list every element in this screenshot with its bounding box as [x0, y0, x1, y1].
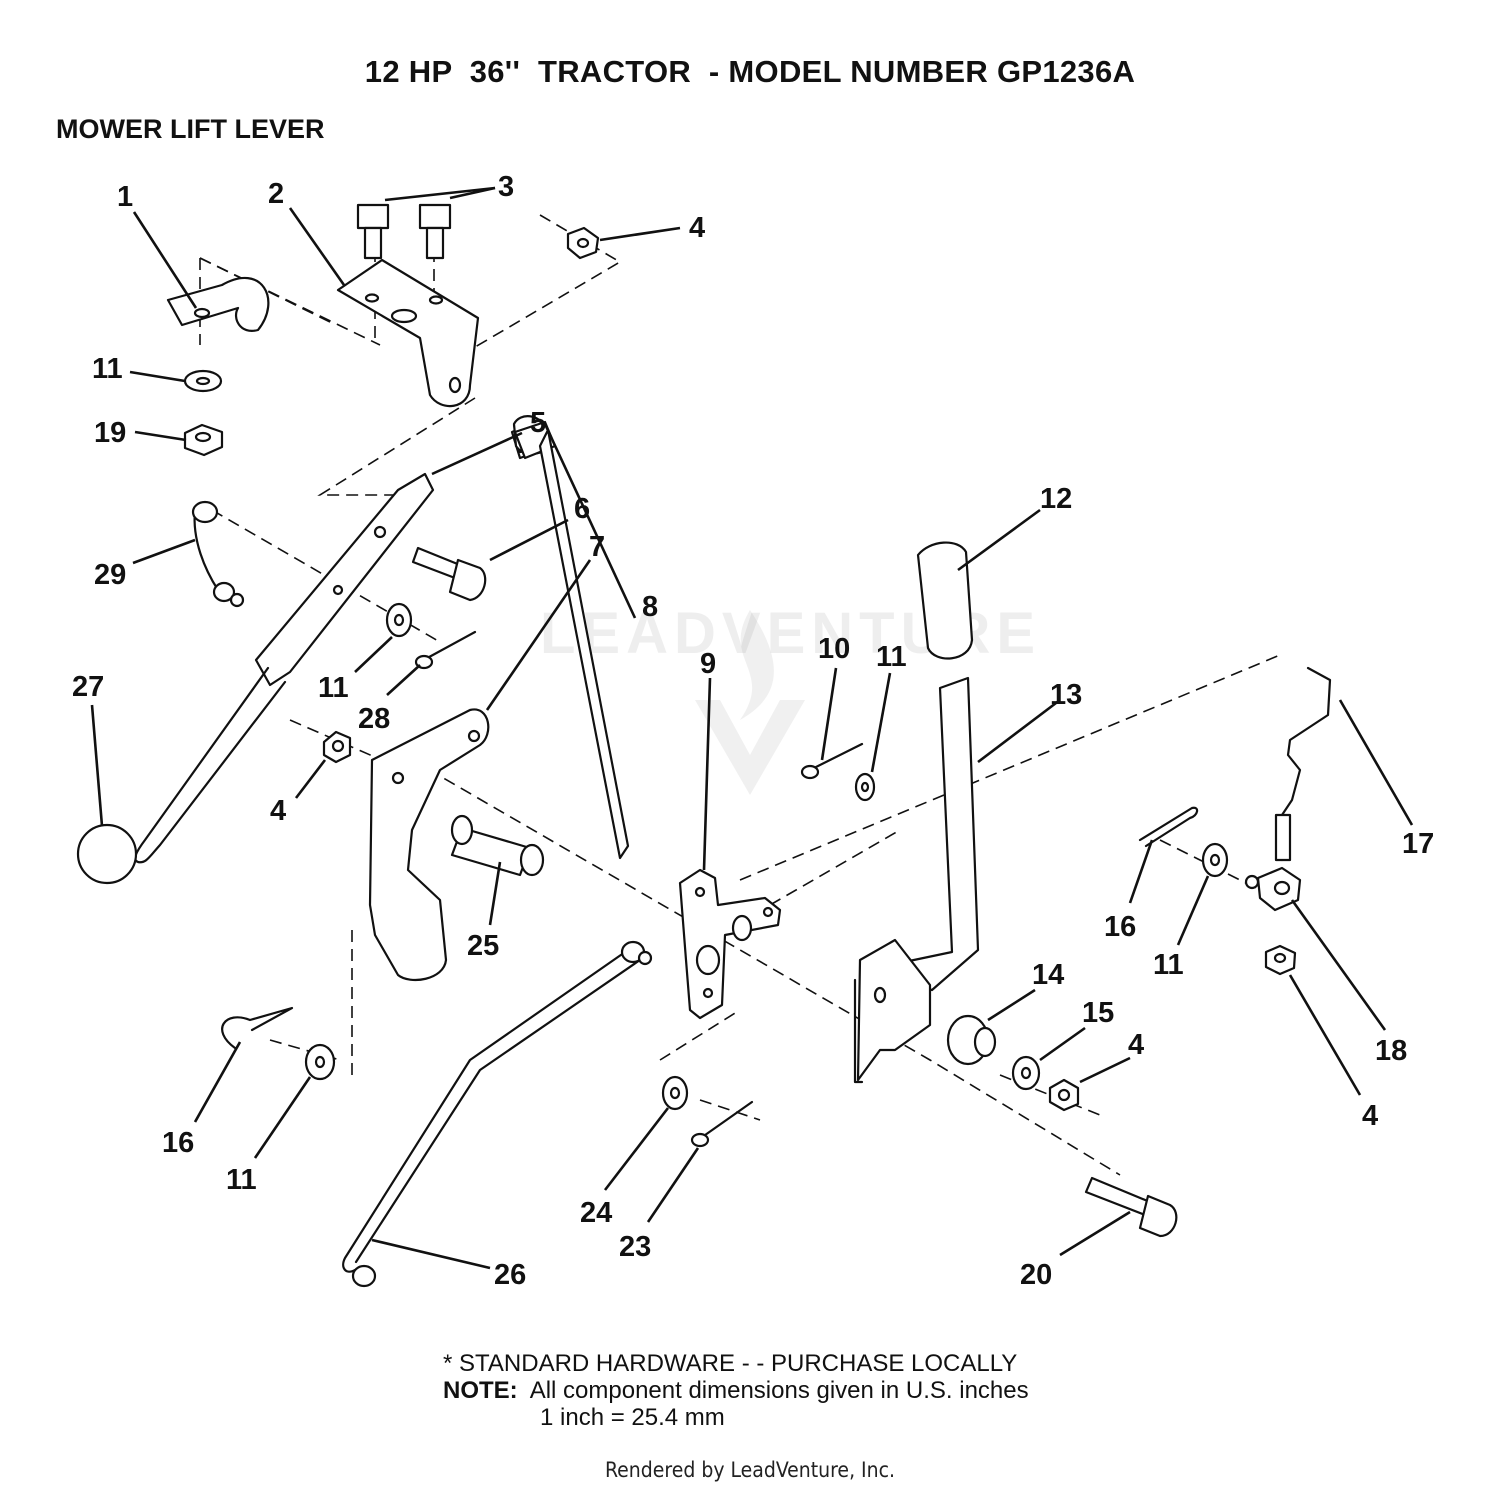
part-10-cotter-pin: [800, 742, 864, 780]
part-12-handle-grip: [916, 541, 974, 660]
callout-11-mid: 11: [318, 672, 349, 704]
part-8-body-bar: [538, 428, 630, 860]
note-text: All component dimensions given in U.S. i…: [529, 1377, 1029, 1404]
callout-6: 6: [574, 493, 590, 525]
callout-11-lower-left: 11: [226, 1164, 257, 1196]
part-11-washer-right-lower: [1201, 842, 1229, 878]
callout-3: 3: [498, 171, 514, 203]
part-11-washer-right: [854, 772, 876, 802]
page-title: 12 HP 36'' TRACTOR - MODEL NUMBER GP1236…: [364, 54, 1136, 89]
part-13-lift-lever: [853, 676, 980, 1084]
part-24-washer: [661, 1075, 689, 1111]
part-3-bolts: [356, 203, 452, 260]
part-19-nut: [183, 423, 224, 457]
callout-29: 29: [94, 559, 126, 591]
callout-24: 24: [580, 1197, 612, 1229]
callout-20: 20: [1020, 1259, 1052, 1291]
standard-hardware-note: * STANDARD HARDWARE - - PURCHASE LOCALLY: [443, 1350, 1018, 1377]
part-20-bolt: [1084, 1176, 1178, 1238]
callout-16-left: 16: [162, 1127, 194, 1159]
part-27-knob: [76, 823, 138, 885]
callout-11-right-lower: 11: [1153, 949, 1184, 981]
callout-4-lower: 4: [1128, 1029, 1144, 1061]
callout-4-left: 4: [270, 795, 286, 827]
part-4-nut-right: [1264, 944, 1297, 976]
part-9-pivot-plate: [678, 868, 782, 1020]
callout-15: 15: [1082, 997, 1114, 1029]
callout-18: 18: [1375, 1035, 1407, 1067]
callout-11-right: 11: [876, 641, 907, 673]
callout-4-top: 4: [689, 212, 705, 244]
leadventure-logo-icon: [695, 610, 805, 795]
leader-lines: [90, 186, 1414, 1270]
callout-11-upper: 11: [92, 353, 123, 385]
part-17-adjust-rod: [1274, 666, 1332, 862]
callout-16-right: 16: [1104, 911, 1136, 943]
callout-12: 12: [1040, 483, 1072, 515]
notes-block: * STANDARD HARDWARE - - PURCHASE LOCALLY…: [443, 1350, 1029, 1431]
callout-7: 7: [589, 531, 605, 563]
part-11-washer-mid: [385, 602, 413, 638]
part-25-sleeve: [450, 814, 545, 877]
conversion-text: 1 inch = 25.4 mm: [540, 1404, 725, 1431]
callout-1: 1: [117, 181, 133, 213]
conversion-note: 1 inch = 25.4 mm: [443, 1404, 1029, 1431]
assembly-dashed-lines: [199, 214, 1281, 1176]
callout-25: 25: [467, 930, 499, 962]
part-23-cotter-pin: [690, 1100, 754, 1148]
part-16-hairpin-right: [1138, 806, 1199, 848]
part-29-link: [191, 500, 245, 608]
part-1-clip: [166, 277, 270, 332]
part-7-bracket-plate: [368, 708, 490, 982]
part-18-swivel: [1244, 866, 1302, 912]
dimension-note: NOTE: All component dimensions given in …: [443, 1377, 1029, 1404]
callout-13: 13: [1050, 679, 1082, 711]
callout-28: 28: [358, 703, 390, 735]
callout-5: 5: [530, 407, 546, 439]
footer-credit: Rendered by LeadVenture, Inc.: [605, 1458, 895, 1482]
callout-26: 26: [494, 1259, 526, 1291]
callout-27: 27: [72, 671, 104, 703]
callout-2: 2: [268, 178, 284, 210]
callout-17: 17: [1402, 828, 1434, 860]
callout-10: 10: [818, 633, 850, 665]
callout-14: 14: [1032, 959, 1064, 991]
callout-19: 19: [94, 417, 126, 449]
part-26-lift-link: [342, 940, 653, 1288]
part-28-cotter-pin: [414, 630, 477, 670]
part-2-bracket: [336, 258, 480, 408]
callout-9: 9: [700, 648, 716, 680]
part-16-hairpin-left: [221, 1006, 294, 1050]
part-14-bushing: [946, 1014, 997, 1066]
part-5-lever-arm: [134, 472, 435, 864]
part-4-nut-top: [566, 226, 600, 260]
note-label: NOTE:: [443, 1377, 518, 1404]
part-6-bolt: [411, 546, 487, 602]
callout-23: 23: [619, 1231, 651, 1263]
part-11-washer-upper-left: [183, 369, 223, 393]
part-15-washer: [1011, 1055, 1041, 1091]
part-11-washer-lower-left: [304, 1043, 336, 1081]
callout-labels: 1 2 3 4 11 19 5 6 29 7 8 12 27 11 28 9 1…: [72, 171, 1434, 1291]
part-4-nut-lower: [1048, 1078, 1080, 1112]
section-subtitle: MOWER LIFT LEVER: [56, 114, 325, 144]
callout-8: 8: [642, 591, 658, 623]
callout-4-right: 4: [1362, 1100, 1378, 1132]
part-4-nut-left: [322, 730, 352, 764]
